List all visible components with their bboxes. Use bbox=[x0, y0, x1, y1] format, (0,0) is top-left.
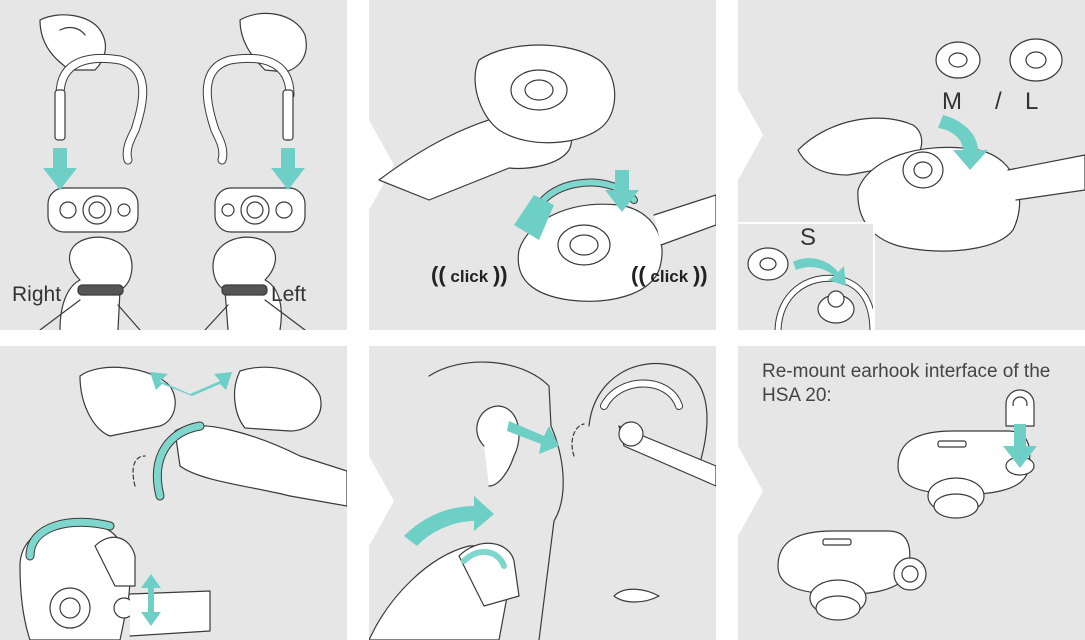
hand-right bbox=[235, 367, 321, 431]
click-sound-icon: (( bbox=[631, 262, 646, 287]
step-chevron bbox=[369, 120, 394, 210]
size-label-l: L bbox=[1025, 88, 1038, 116]
step-chevron bbox=[738, 90, 763, 180]
size-label-s: S bbox=[800, 224, 816, 252]
size-label-m: M bbox=[942, 88, 962, 116]
step-5-illustration bbox=[369, 346, 716, 640]
panel-step-6: Re-mount earhook interface of the HSA 20… bbox=[738, 346, 1085, 640]
size-separator: / bbox=[995, 88, 1002, 116]
click-sound-icon: )) bbox=[693, 262, 708, 287]
head-right-side bbox=[60, 237, 132, 330]
panel-step-5 bbox=[369, 346, 716, 640]
panel-step-2: (( click )) (( click )) bbox=[369, 0, 716, 330]
step-4-illustration bbox=[0, 346, 347, 640]
arrow-down-icon bbox=[43, 148, 305, 190]
panel-step-3: M / L S bbox=[738, 0, 1085, 330]
step-chevron bbox=[738, 446, 763, 536]
step-chevron bbox=[369, 456, 394, 546]
label-left: Left bbox=[271, 283, 306, 307]
headset bbox=[175, 426, 347, 506]
ear bbox=[477, 406, 519, 486]
lips bbox=[614, 589, 659, 602]
step-1-illustration bbox=[0, 0, 347, 330]
click-label-left: (( click )) bbox=[431, 262, 508, 288]
panel-step-1: Right Left bbox=[0, 0, 347, 330]
click-label-right: (( click )) bbox=[631, 262, 708, 288]
click-sound-icon: (( bbox=[431, 262, 446, 287]
panel-step-4 bbox=[0, 346, 347, 640]
click-sound-icon: )) bbox=[493, 262, 508, 287]
step-6-caption: Re-mount earhook interface of the HSA 20… bbox=[762, 360, 1062, 408]
label-right: Right bbox=[12, 283, 61, 307]
inset-small-cushion: S bbox=[738, 222, 875, 330]
